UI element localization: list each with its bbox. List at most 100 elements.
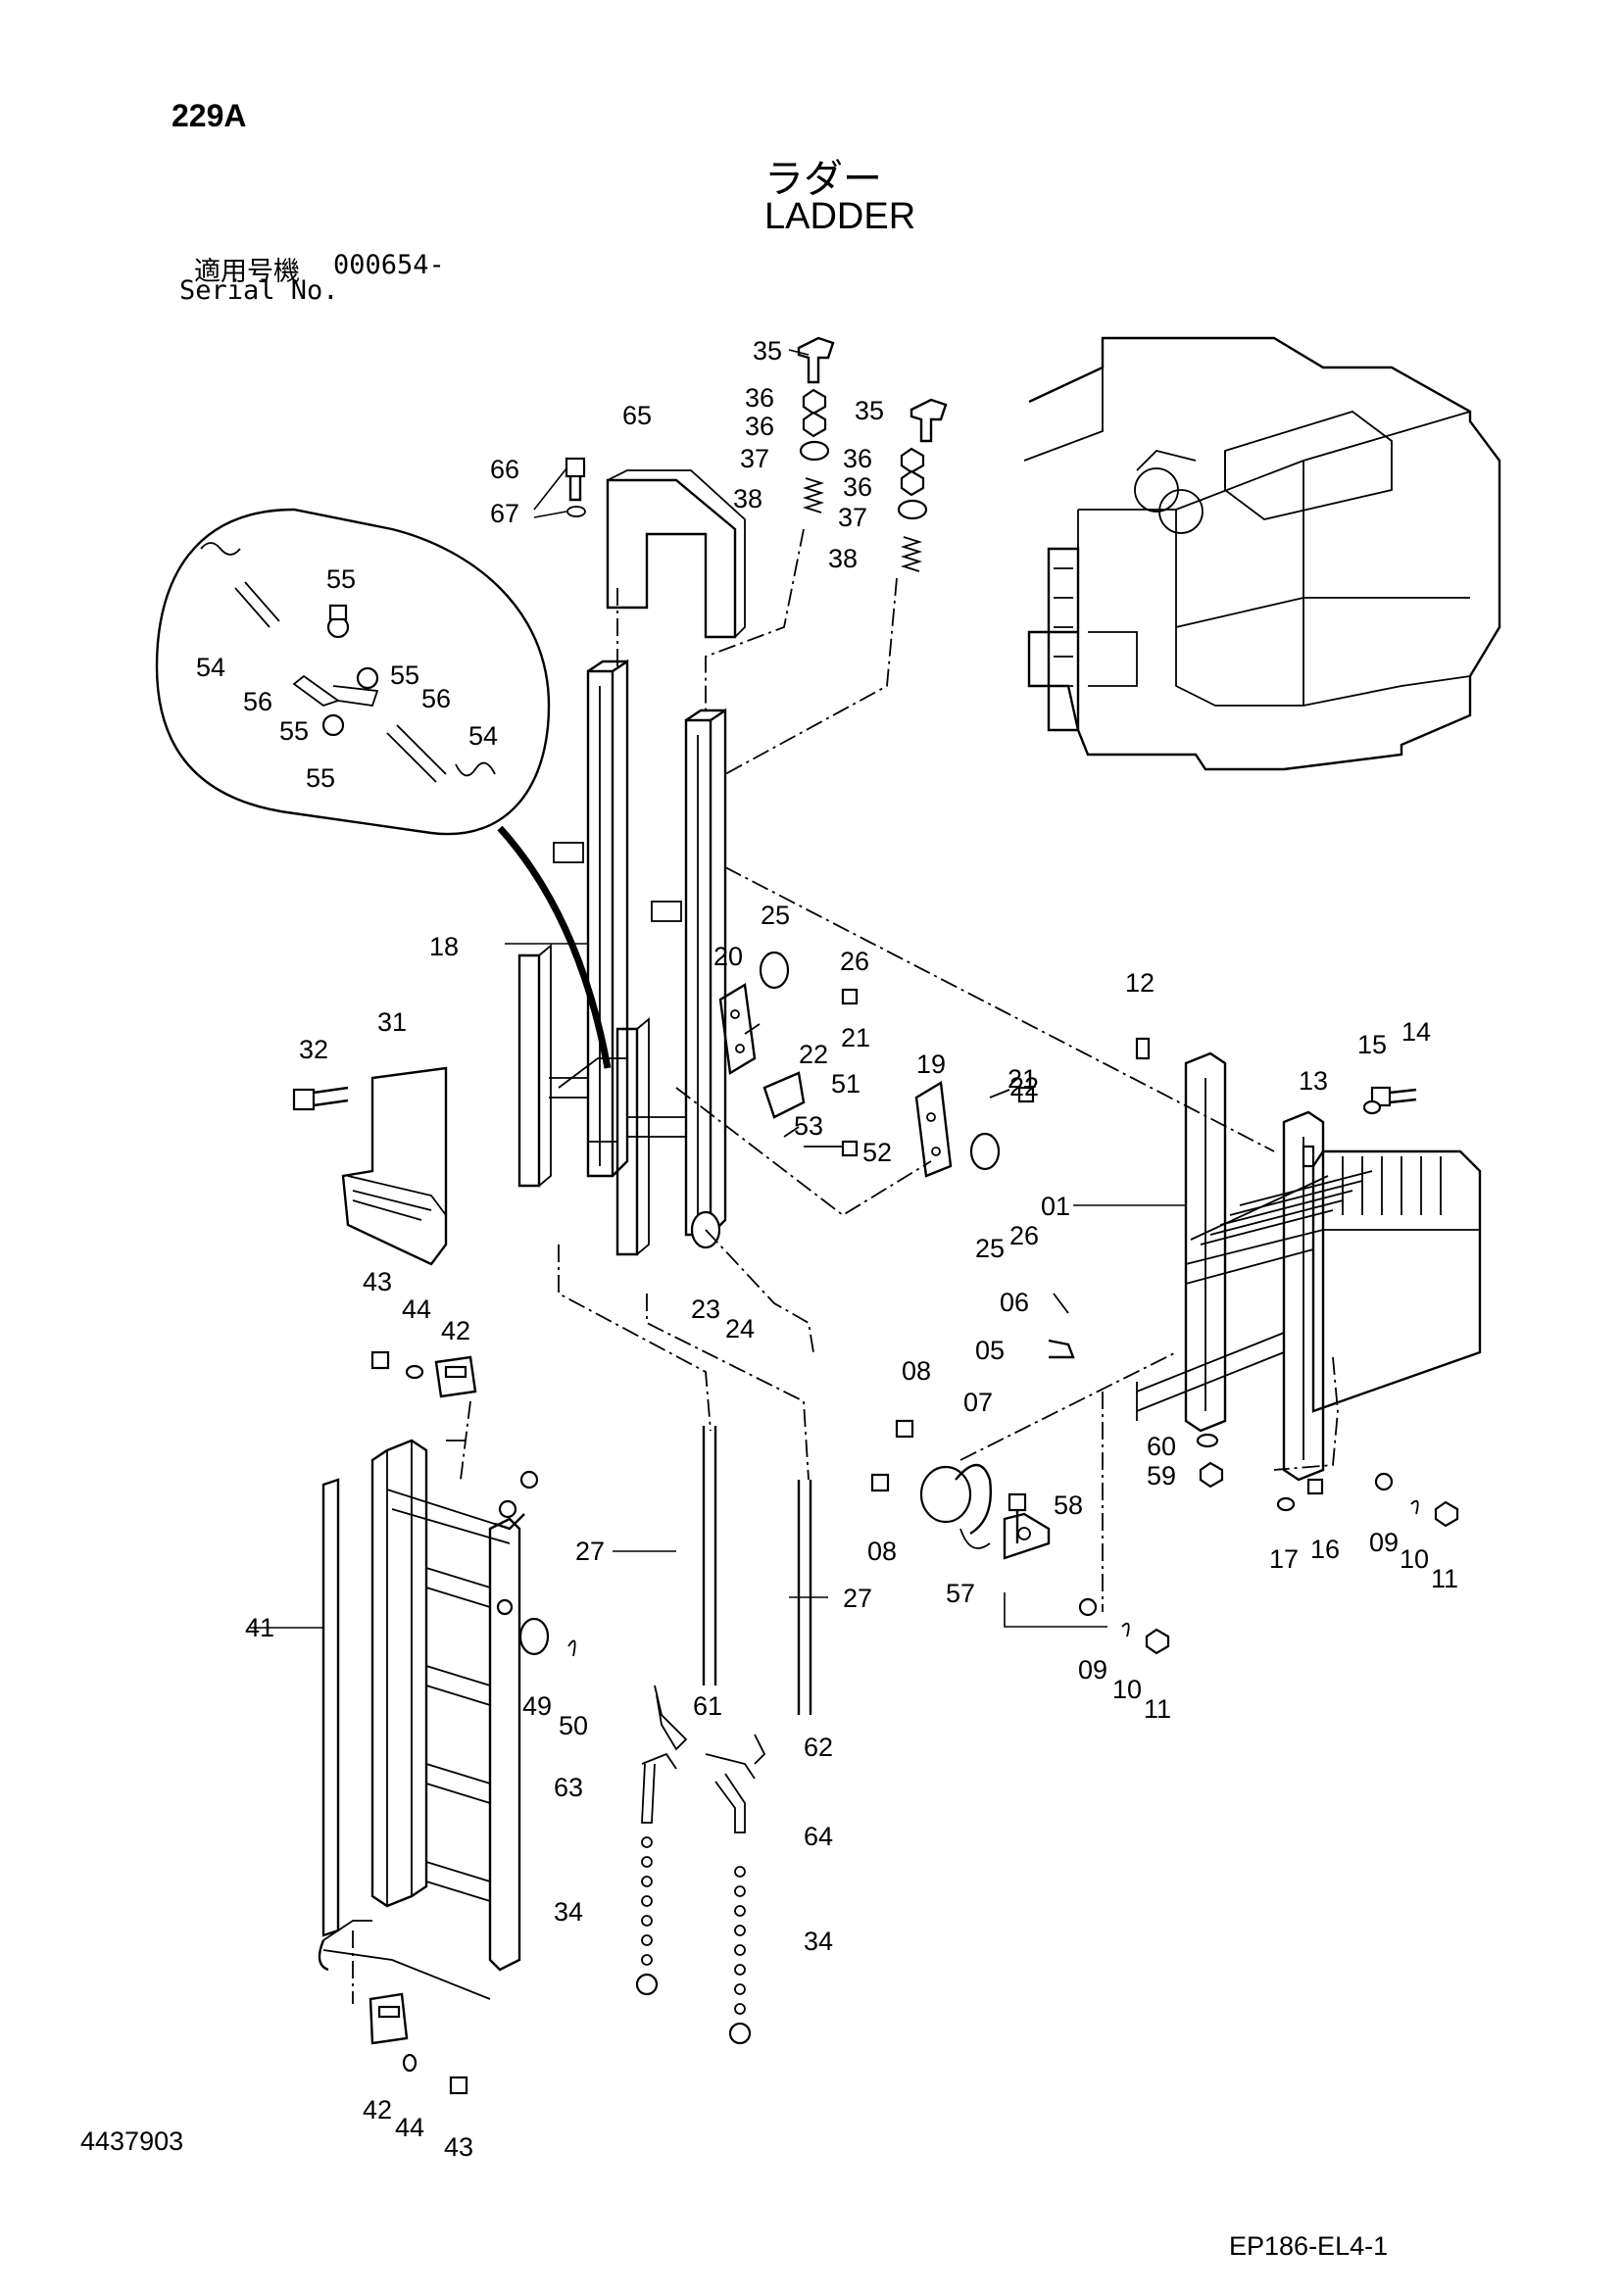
callout-label: 31	[377, 1007, 407, 1037]
callout-label: 18	[429, 932, 459, 961]
callout-label: 14	[1401, 1017, 1431, 1047]
callout-label: 55	[306, 763, 335, 793]
callout-label: 41	[245, 1613, 274, 1642]
callout-label: 54	[196, 653, 225, 682]
callout-label: 25	[761, 901, 790, 930]
callout-label: 17	[1269, 1544, 1299, 1574]
upper-rail-assembly	[517, 659, 727, 1256]
callout-labels: 35 36 36 35 37 36 36 38 37 38 65 66 67 5…	[196, 336, 1458, 2162]
callout-label: 61	[693, 1691, 722, 1721]
callout-label: 05	[975, 1336, 1005, 1365]
lower-ladder-41	[318, 1439, 576, 2000]
callout-label: 38	[828, 544, 858, 573]
hinge-brackets	[690, 951, 1035, 1249]
detail-bubble	[155, 508, 612, 1069]
catch-42	[369, 1350, 477, 2095]
serial-label-english: Serial No.	[179, 275, 339, 306]
callout-label: 26	[840, 947, 869, 976]
callout-label: 55	[390, 660, 419, 690]
grating	[1200, 1156, 1442, 1246]
callout-label: 22	[799, 1040, 828, 1069]
callout-label: 36	[843, 444, 872, 473]
callout-label: 11	[1431, 1564, 1458, 1593]
callout-label: 21	[1008, 1064, 1037, 1094]
callout-label: 55	[279, 716, 309, 746]
callout-label: 12	[1125, 968, 1155, 998]
callout-label: 09	[1369, 1528, 1399, 1557]
callout-label: 42	[363, 2095, 392, 2125]
callout-label: 36	[843, 472, 872, 502]
callout-label: 50	[559, 1711, 588, 1740]
callout-label: 58	[1054, 1490, 1083, 1520]
callout-label: 52	[862, 1138, 892, 1167]
top-bracket-65	[565, 457, 746, 639]
document-number: 4437903	[80, 2126, 184, 2156]
callout-label: 27	[575, 1537, 605, 1566]
callout-label: 44	[395, 2113, 424, 2142]
callout-label: 01	[1041, 1192, 1070, 1221]
callout-label: 65	[622, 401, 652, 430]
machine-overview	[1023, 336, 1501, 771]
callout-label: 26	[1009, 1221, 1039, 1250]
callout-label: 38	[733, 484, 762, 513]
step-platform	[1135, 1037, 1482, 1482]
serial-label-japanese: 適用号機	[194, 257, 300, 287]
callout-label: 49	[522, 1691, 552, 1721]
page-code: 229A	[172, 98, 247, 133]
callout-label: 44	[402, 1295, 431, 1324]
callout-label: 07	[963, 1388, 993, 1417]
callout-label: 32	[299, 1035, 328, 1064]
callout-label: 27	[843, 1584, 872, 1613]
callout-label: 51	[831, 1069, 860, 1099]
lock-pins	[797, 336, 948, 572]
callout-label: 37	[838, 503, 867, 532]
cables-and-chains	[635, 1426, 812, 2045]
callout-label: 08	[867, 1537, 897, 1566]
callout-label: 34	[804, 1927, 833, 1956]
figure-code: EP186-EL4-1	[1229, 2231, 1389, 2261]
callout-label: 36	[745, 412, 774, 441]
callout-label: 08	[902, 1356, 931, 1386]
serial-number-value: 000654-	[333, 250, 445, 280]
callout-label: 55	[326, 564, 356, 594]
callout-label: 16	[1310, 1535, 1340, 1564]
callout-label: 25	[975, 1234, 1005, 1263]
hook-assembly	[870, 1293, 1459, 1655]
callout-label: 06	[1000, 1288, 1029, 1317]
callout-label: 43	[363, 1267, 392, 1296]
callout-label: 59	[1147, 1461, 1176, 1490]
callout-label: 19	[916, 1050, 946, 1079]
callout-label: 57	[946, 1579, 975, 1608]
callout-label: 54	[468, 721, 498, 751]
callout-label: 66	[490, 455, 519, 484]
callout-label: 22	[1009, 1072, 1039, 1101]
title-japanese: ラダー	[764, 157, 882, 202]
callout-label: 23	[691, 1295, 720, 1324]
callout-label: 10	[1112, 1675, 1142, 1704]
callout-label: 36	[745, 383, 774, 413]
callout-label: 62	[804, 1733, 833, 1762]
callout-label: 11	[1144, 1694, 1171, 1724]
callout-label: 20	[713, 942, 743, 971]
callout-label: 64	[804, 1822, 833, 1851]
callout-label: 67	[490, 499, 519, 528]
callout-label: 53	[794, 1111, 823, 1141]
assembly-lines	[352, 528, 1339, 2004]
callout-label: 13	[1299, 1066, 1328, 1096]
callout-label: 35	[855, 396, 884, 425]
callout-label: 24	[725, 1314, 755, 1343]
callout-label: 37	[740, 444, 769, 473]
cover-plate-31	[292, 1066, 448, 1266]
callout-label: 42	[441, 1316, 470, 1345]
callout-label: 56	[243, 687, 272, 716]
title-english: LADDER	[764, 196, 916, 237]
callout-label: 60	[1147, 1432, 1176, 1461]
callout-label: 09	[1078, 1655, 1107, 1685]
callout-label: 10	[1400, 1544, 1429, 1574]
callout-label: 43	[444, 2132, 473, 2162]
callout-label: 56	[421, 684, 451, 713]
callout-label: 35	[753, 336, 782, 366]
callout-label: 21	[841, 1023, 870, 1052]
callout-label: 15	[1357, 1030, 1387, 1059]
